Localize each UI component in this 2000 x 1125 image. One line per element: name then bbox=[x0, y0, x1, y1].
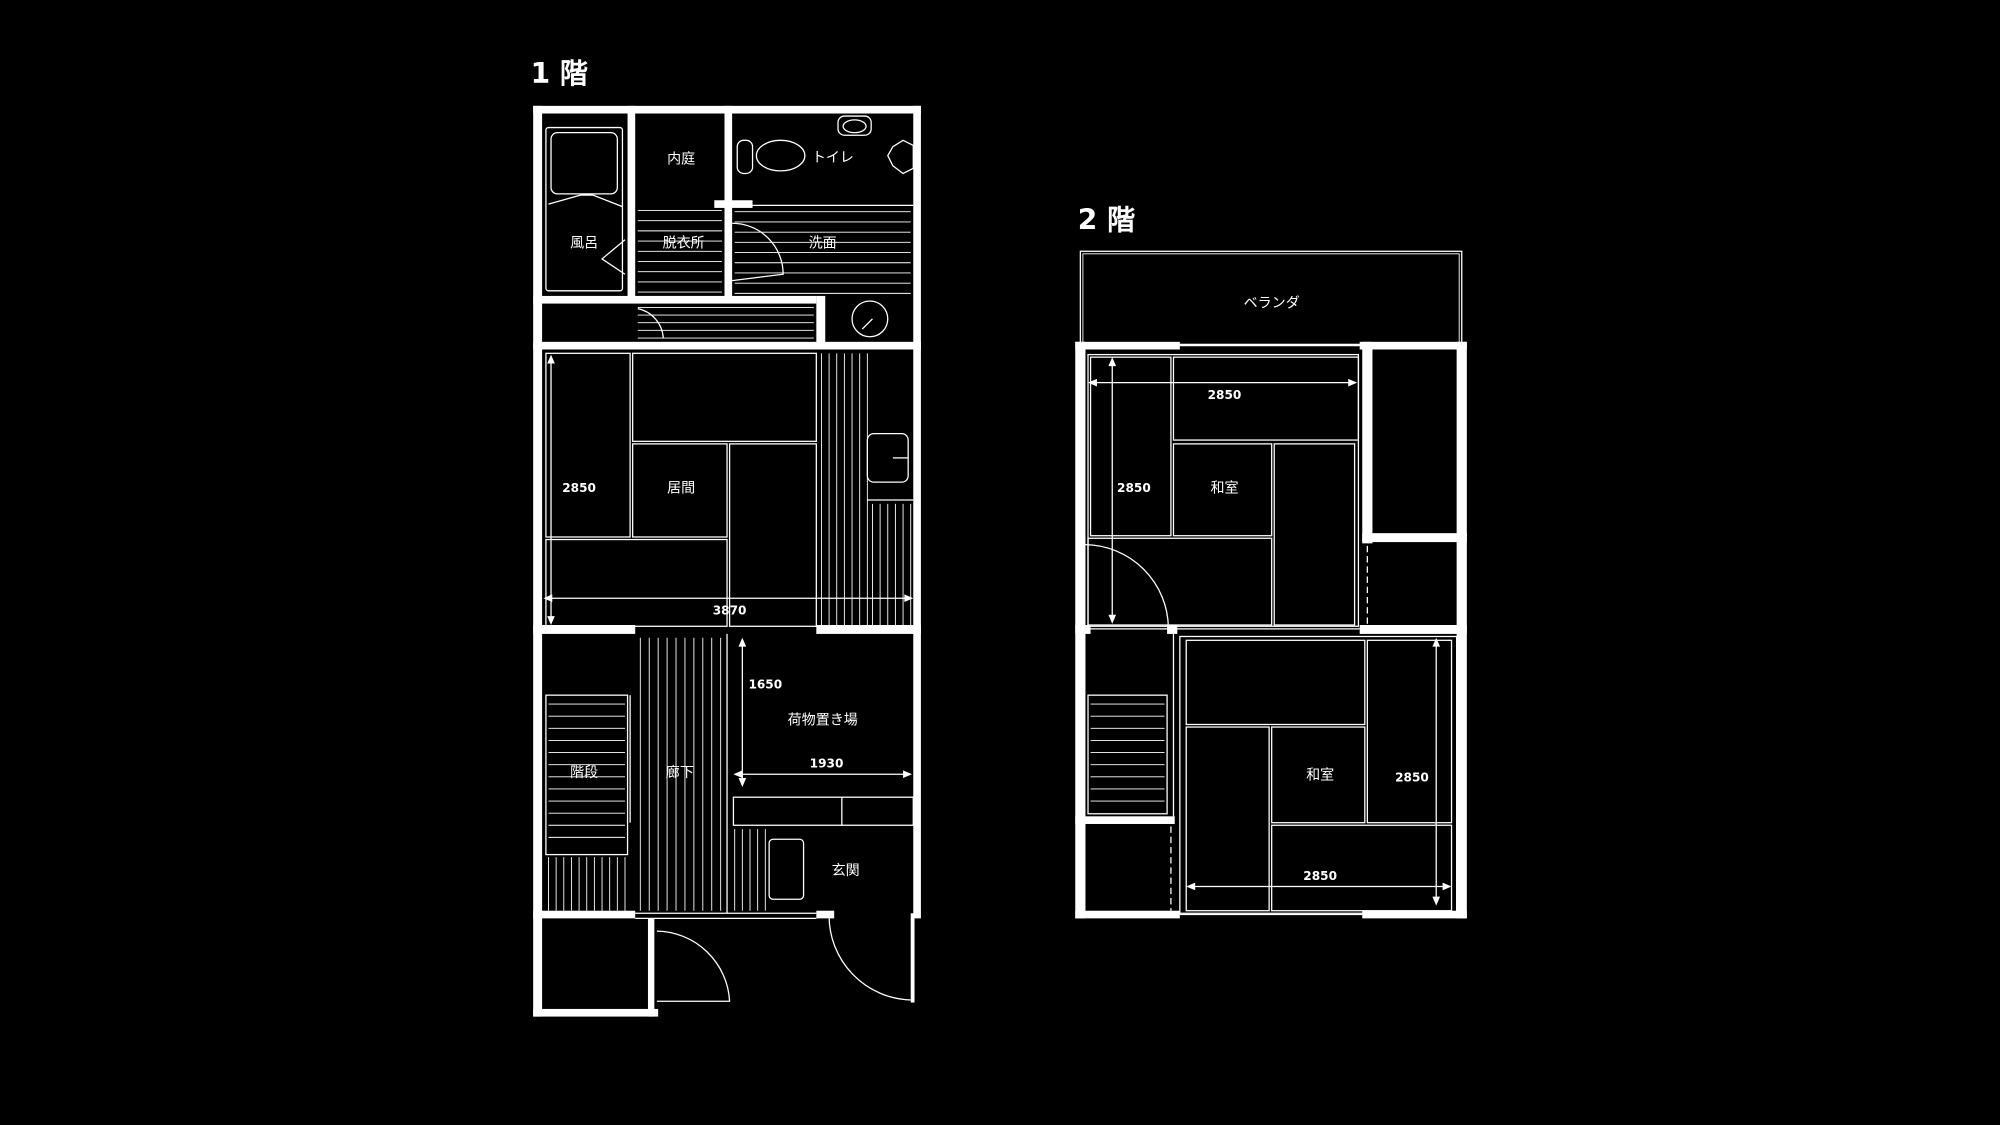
room-label-washroom: 洗面 bbox=[809, 236, 837, 252]
sink-icon bbox=[837, 115, 872, 136]
dimension-living-depth: 2850 bbox=[562, 481, 596, 495]
room-label-dressing: 脱衣所 bbox=[663, 236, 705, 252]
corner-sink-icon bbox=[887, 139, 914, 175]
room-label-toilet: トイレ bbox=[812, 150, 854, 166]
room-label-stairs: 階段 bbox=[570, 765, 598, 781]
floor2-title: 2 階 bbox=[1078, 204, 1135, 237]
side-door[interactable] bbox=[656, 930, 731, 1002]
room-label-north: 和室 bbox=[1210, 480, 1238, 497]
dimension-north-width: 2850 bbox=[1208, 388, 1242, 402]
washing-machine-icon bbox=[851, 300, 889, 338]
room-label-corridor: 廊下 bbox=[666, 764, 694, 781]
dimension-living-width: 3870 bbox=[713, 603, 747, 617]
toilet-icon bbox=[736, 139, 806, 175]
room-door[interactable] bbox=[1085, 544, 1170, 628]
dimension-south-depth: 2850 bbox=[1395, 771, 1429, 785]
room-label-south: 和室 bbox=[1306, 767, 1334, 784]
room-label-bath: 風呂 bbox=[570, 236, 598, 252]
dimension-storage-depth: 1650 bbox=[748, 677, 782, 691]
floor1-plan: 1 階 風呂 内庭 脱衣所 bbox=[531, 57, 921, 1017]
room-label-veranda: ベランダ bbox=[1244, 296, 1300, 312]
room-label-storage: 荷物置き場 bbox=[788, 713, 858, 729]
dimension-south-width: 2850 bbox=[1303, 869, 1337, 883]
floor2-plan: 2 階 ベランダ 和室 2850 2850 bbox=[1075, 204, 1467, 919]
dimension-storage-width: 1930 bbox=[810, 757, 844, 771]
entrance-door[interactable] bbox=[828, 915, 911, 1001]
floor-hatching bbox=[548, 210, 1165, 911]
room-label-courtyard: 内庭 bbox=[667, 150, 695, 167]
room-label-entrance: 玄関 bbox=[832, 862, 860, 879]
room-label-living: 居間 bbox=[667, 481, 695, 497]
floor1-title: 1 階 bbox=[531, 57, 588, 90]
dimension-north-depth: 2850 bbox=[1117, 481, 1151, 495]
